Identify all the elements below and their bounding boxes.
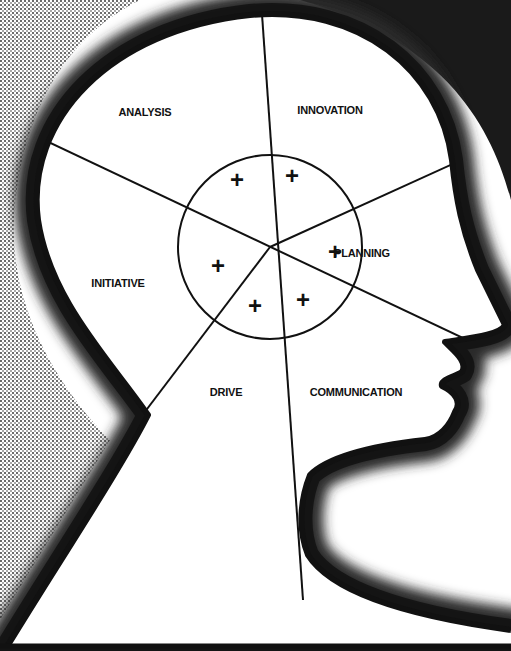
sector-label: DRIVE xyxy=(210,387,243,398)
sector-label: INITIATIVE xyxy=(91,278,144,289)
sector-label: ANALYSIS xyxy=(118,107,171,118)
plus-sign: + xyxy=(230,168,244,192)
head-stipple xyxy=(8,14,511,645)
sector-label: COMMUNICATION xyxy=(310,387,403,398)
head-halo xyxy=(8,14,511,645)
head-outline xyxy=(8,14,511,645)
plus-sign: + xyxy=(328,240,342,264)
base-line xyxy=(0,644,511,649)
plus-sign: + xyxy=(285,164,299,188)
sector-lines xyxy=(0,0,511,600)
plus-sign: + xyxy=(211,254,225,278)
sector-line xyxy=(0,119,511,365)
sector-label: INNOVATION xyxy=(297,105,362,116)
sector-label: PLANNING xyxy=(334,248,390,259)
plus-sign: + xyxy=(248,294,262,318)
plus-sign: + xyxy=(296,288,310,312)
center-circle xyxy=(178,155,362,339)
head-fill xyxy=(8,14,511,645)
